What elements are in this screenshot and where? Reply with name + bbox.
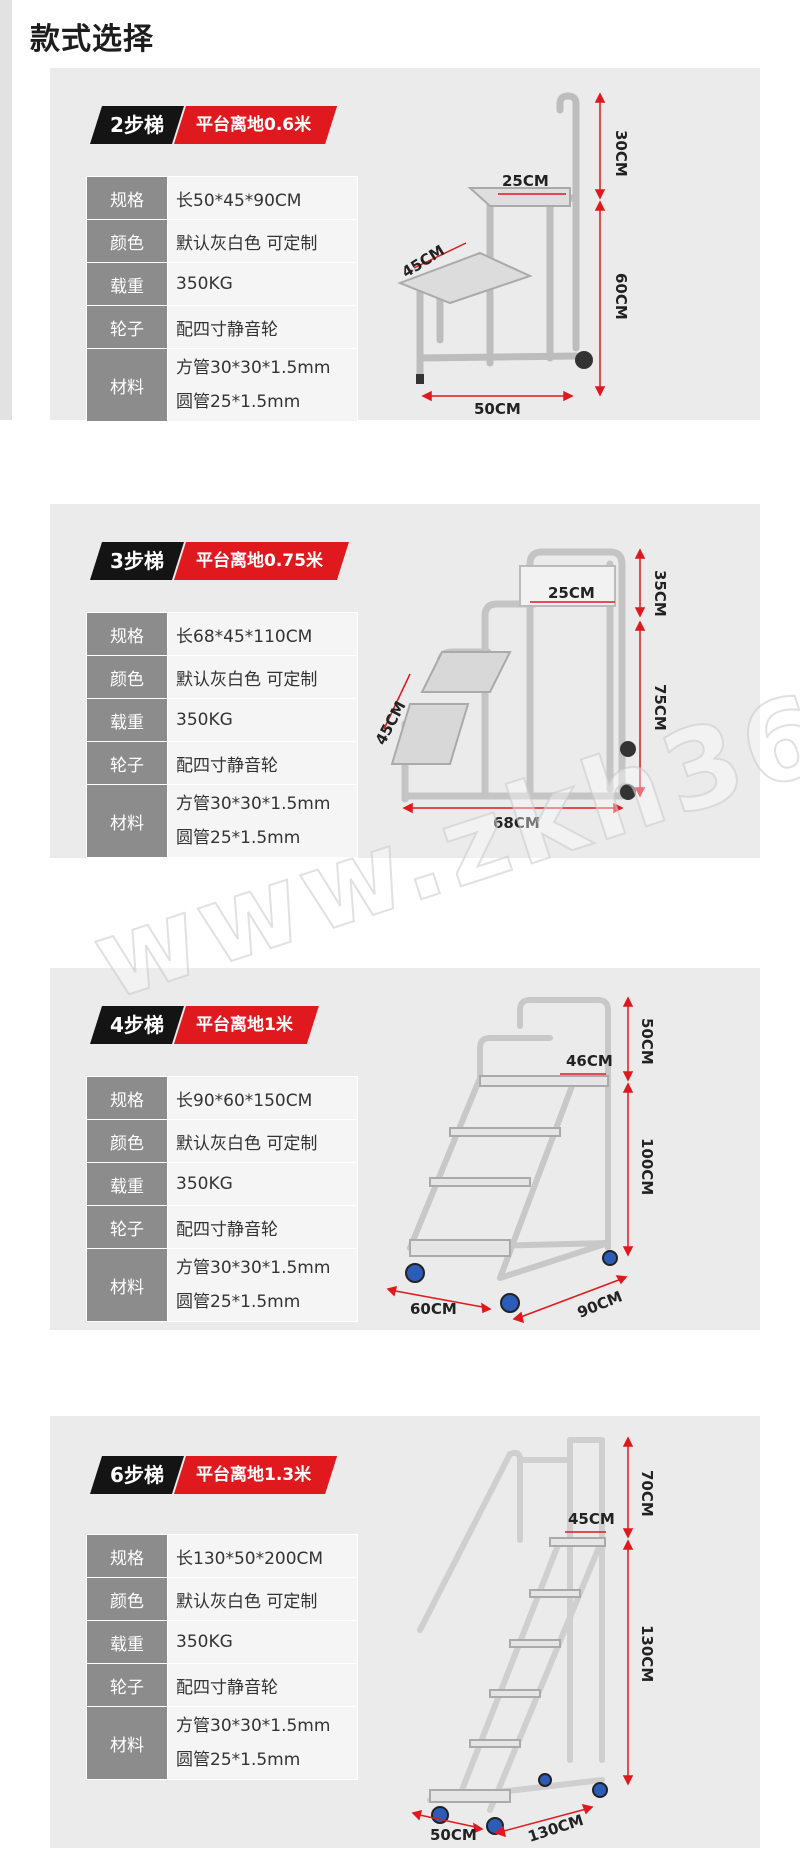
spec-load: 350KG — [167, 1620, 358, 1664]
spec-key: 载重 — [86, 1620, 168, 1664]
spec-material: 方管30*30*1.5mm 圆管25*1.5mm — [167, 1248, 358, 1322]
spec-size: 长130*50*200CM — [167, 1534, 358, 1578]
spec-load: 350KG — [167, 262, 358, 306]
platform-height-tag: 平台离地1米 — [174, 1006, 319, 1044]
spec-color: 默认灰白色 可定制 — [167, 219, 358, 263]
material-square-tube: 方管30*30*1.5mm — [176, 1258, 331, 1278]
spec-key: 规格 — [86, 176, 168, 220]
spec-key: 轮子 — [86, 741, 168, 785]
dim-height: 60CM — [612, 273, 630, 320]
platform-height-tag: 平台离地0.75米 — [174, 542, 349, 580]
spec-key: 材料 — [86, 784, 168, 858]
spec-key: 载重 — [86, 698, 168, 742]
spec-wheels: 配四寸静音轮 — [167, 1205, 358, 1249]
dim-length: 68CM — [493, 814, 540, 832]
material-round-tube: 圆管25*1.5mm — [176, 1292, 301, 1312]
platform-height-tag: 平台离地1.3米 — [174, 1456, 337, 1494]
steps-tag: 2步梯 — [90, 106, 184, 144]
material-square-tube: 方管30*30*1.5mm — [176, 1716, 331, 1736]
dim-top: 35CM — [651, 570, 669, 617]
spec-load: 350KG — [167, 1162, 358, 1206]
dim-depth-top: 45CM — [568, 1510, 615, 1528]
spec-color: 默认灰白色 可定制 — [167, 1577, 358, 1621]
dim-width: 50CM — [430, 1826, 477, 1844]
spec-key: 规格 — [86, 1076, 168, 1120]
model-card-6-step: 6步梯 平台离地1.3米 规格长130*50*200CM 颜色默认灰白色 可定制… — [50, 1416, 760, 1848]
spec-material: 方管30*30*1.5mm 圆管25*1.5mm — [167, 1706, 358, 1780]
spec-key: 材料 — [86, 348, 168, 422]
material-round-tube: 圆管25*1.5mm — [176, 1750, 301, 1770]
spec-load: 350KG — [167, 698, 358, 742]
model-card-2-step: 2步梯 平台离地0.6米 规格长50*45*90CM 颜色默认灰白色 可定制 载… — [50, 68, 760, 422]
spec-wheels: 配四寸静音轮 — [167, 1663, 358, 1707]
spec-key: 颜色 — [86, 1119, 168, 1163]
platform-height-tag: 平台离地0.6米 — [174, 106, 337, 144]
dim-top: 30CM — [612, 130, 630, 177]
page-title: 款式选择 — [30, 22, 154, 57]
spec-key: 颜色 — [86, 1577, 168, 1621]
spec-key: 材料 — [86, 1248, 168, 1322]
steps-tag: 3步梯 — [90, 542, 184, 580]
spec-color: 默认灰白色 可定制 — [167, 655, 358, 699]
spec-material: 方管30*30*1.5mm 圆管25*1.5mm — [167, 784, 358, 858]
steps-tag: 4步梯 — [90, 1006, 184, 1044]
model-card-4-step: 4步梯 平台离地1米 规格长90*60*150CM 颜色默认灰白色 可定制 载重… — [50, 968, 760, 1330]
ladder-4-step-image: 50CM 46CM 100CM 60CM 90CM — [386, 996, 656, 1324]
dim-width: 60CM — [410, 1300, 457, 1318]
material-square-tube: 方管30*30*1.5mm — [176, 794, 331, 814]
spec-key: 轮子 — [86, 1663, 168, 1707]
dim-depth-top: 25CM — [502, 172, 549, 190]
material-square-tube: 方管30*30*1.5mm — [176, 358, 331, 378]
spec-key: 轮子 — [86, 305, 168, 349]
dim-height: 130CM — [638, 1625, 656, 1682]
spec-key: 材料 — [86, 1706, 168, 1780]
spec-wheels: 配四寸静音轮 — [167, 741, 358, 785]
spec-key: 颜色 — [86, 219, 168, 263]
spec-key: 轮子 — [86, 1205, 168, 1249]
dim-top: 70CM — [638, 1470, 656, 1517]
spec-size: 长90*60*150CM — [167, 1076, 358, 1120]
steps-tag: 6步梯 — [90, 1456, 184, 1494]
spec-color: 默认灰白色 可定制 — [167, 1119, 358, 1163]
spec-size: 长68*45*110CM — [167, 612, 358, 656]
model-card-3-step: 3步梯 平台离地0.75米 规格长68*45*110CM 颜色默认灰白色 可定制… — [50, 504, 760, 858]
spec-key: 颜色 — [86, 655, 168, 699]
spec-size: 长50*45*90CM — [167, 176, 358, 220]
material-round-tube: 圆管25*1.5mm — [176, 392, 301, 412]
dim-depth-top: 46CM — [566, 1052, 613, 1070]
spec-material: 方管30*30*1.5mm 圆管25*1.5mm — [167, 348, 358, 422]
dim-depth-top: 25CM — [548, 584, 595, 602]
ladder-6-step-image: 70CM 45CM 130CM 50CM 130CM — [411, 1436, 656, 1844]
dim-height: 75CM — [651, 684, 669, 731]
dim-length: 90CM — [575, 1287, 625, 1321]
spec-key: 规格 — [86, 612, 168, 656]
dim-length: 130CM — [526, 1811, 586, 1844]
ladder-3-step-image: 35CM 25CM 45CM 75CM 68CM — [372, 548, 669, 832]
dim-height: 100CM — [638, 1138, 656, 1195]
dim-length: 50CM — [474, 400, 521, 418]
spec-key: 规格 — [86, 1534, 168, 1578]
material-round-tube: 圆管25*1.5mm — [176, 828, 301, 848]
spec-key: 载重 — [86, 1162, 168, 1206]
dim-top: 50CM — [638, 1018, 656, 1065]
spec-key: 载重 — [86, 262, 168, 306]
spec-wheels: 配四寸静音轮 — [167, 305, 358, 349]
ladder-2-step-image: 30CM 25CM 45CM 60CM 50CM — [397, 92, 630, 418]
left-accent-strip — [0, 0, 12, 420]
